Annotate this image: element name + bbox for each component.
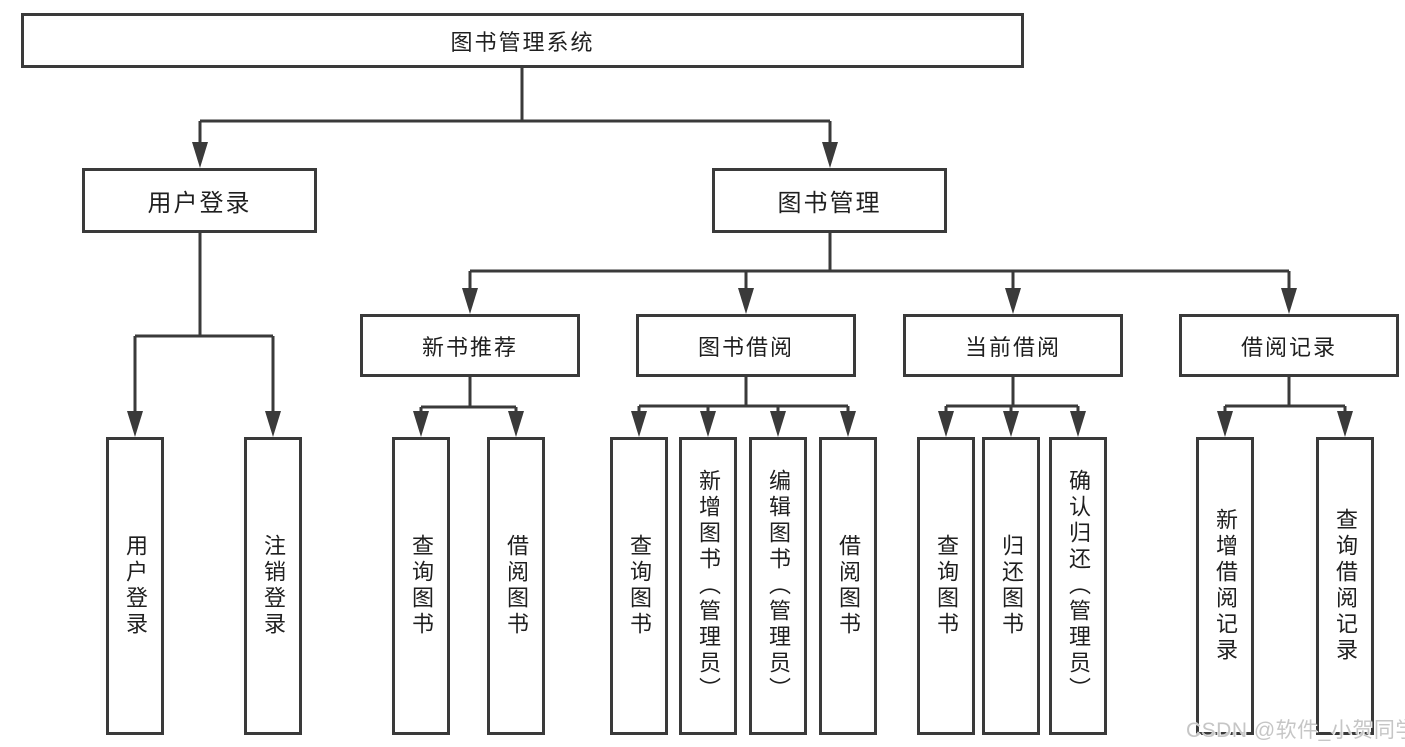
connector-book-management-children [462,233,1297,314]
leaf-add-borrow-record-label: 新增借阅记录 [1213,508,1238,664]
connector-new-book-children [413,377,524,437]
leaf-edit-book-admin: 编辑图书（管理员） [749,437,807,735]
leaf-borrow-book-label: 借阅图书 [836,534,861,638]
leaf-return-book-label: 归还图书 [999,534,1024,638]
leaf-newbook-borrow-book: 借阅图书 [487,437,545,735]
leaf-newbook-borrow-book-label: 借阅图书 [504,534,529,638]
node-borrow-record: 借阅记录 [1179,314,1399,377]
leaf-confirm-return-admin-label: 确认归还（管理员） [1066,469,1091,703]
leaf-add-book-admin: 新增图书（管理员） [679,437,737,735]
leaf-add-book-admin-label: 新增图书（管理员） [696,469,721,703]
connector-user-login-children [127,233,281,437]
leaf-current-query-book: 查询图书 [917,437,975,735]
node-library-management-system: 图书管理系统 [21,13,1024,68]
leaf-user-login: 用户登录 [106,437,164,735]
leaf-add-borrow-record: 新增借阅记录 [1196,437,1254,735]
node-book-management: 图书管理 [712,168,947,233]
node-new-book-recommend-label: 新书推荐 [421,334,518,360]
leaf-borrow-query-book-label: 查询图书 [627,534,652,638]
leaf-logout: 注销登录 [244,437,302,735]
connector-borrow-record-children [1217,377,1353,437]
leaf-borrow-query-book: 查询图书 [610,437,668,735]
node-current-borrow: 当前借阅 [903,314,1123,377]
node-library-management-system-label: 图书管理系统 [450,29,595,55]
leaf-return-book: 归还图书 [982,437,1040,735]
node-new-book-recommend: 新书推荐 [360,314,580,377]
connector-book-borrow-children [631,377,856,437]
node-borrow-record-label: 借阅记录 [1240,334,1337,360]
node-book-management-label: 图书管理 [777,190,882,217]
leaf-logout-label: 注销登录 [261,534,286,638]
node-book-borrow: 图书借阅 [636,314,856,377]
connector-current-borrow-children [938,377,1086,437]
node-book-borrow-label: 图书借阅 [697,334,794,360]
leaf-query-borrow-record-label: 查询借阅记录 [1333,508,1358,664]
csdn-watermark: CSDN @软件_小贺同学 [1186,719,1405,742]
leaf-newbook-query-book: 查询图书 [392,437,450,735]
leaf-query-borrow-record: 查询借阅记录 [1316,437,1374,735]
leaf-user-login-label: 用户登录 [123,534,148,638]
leaf-newbook-query-book-label: 查询图书 [409,534,434,638]
leaf-edit-book-admin-label: 编辑图书（管理员） [766,469,791,703]
leaf-confirm-return-admin: 确认归还（管理员） [1049,437,1107,735]
node-user-login-label: 用户登录 [147,190,252,217]
leaf-borrow-book: 借阅图书 [819,437,877,735]
node-user-login: 用户登录 [82,168,317,233]
leaf-current-query-book-label: 查询图书 [934,534,959,638]
connector-root-to-level2 [192,68,838,168]
node-current-borrow-label: 当前借阅 [964,334,1061,360]
